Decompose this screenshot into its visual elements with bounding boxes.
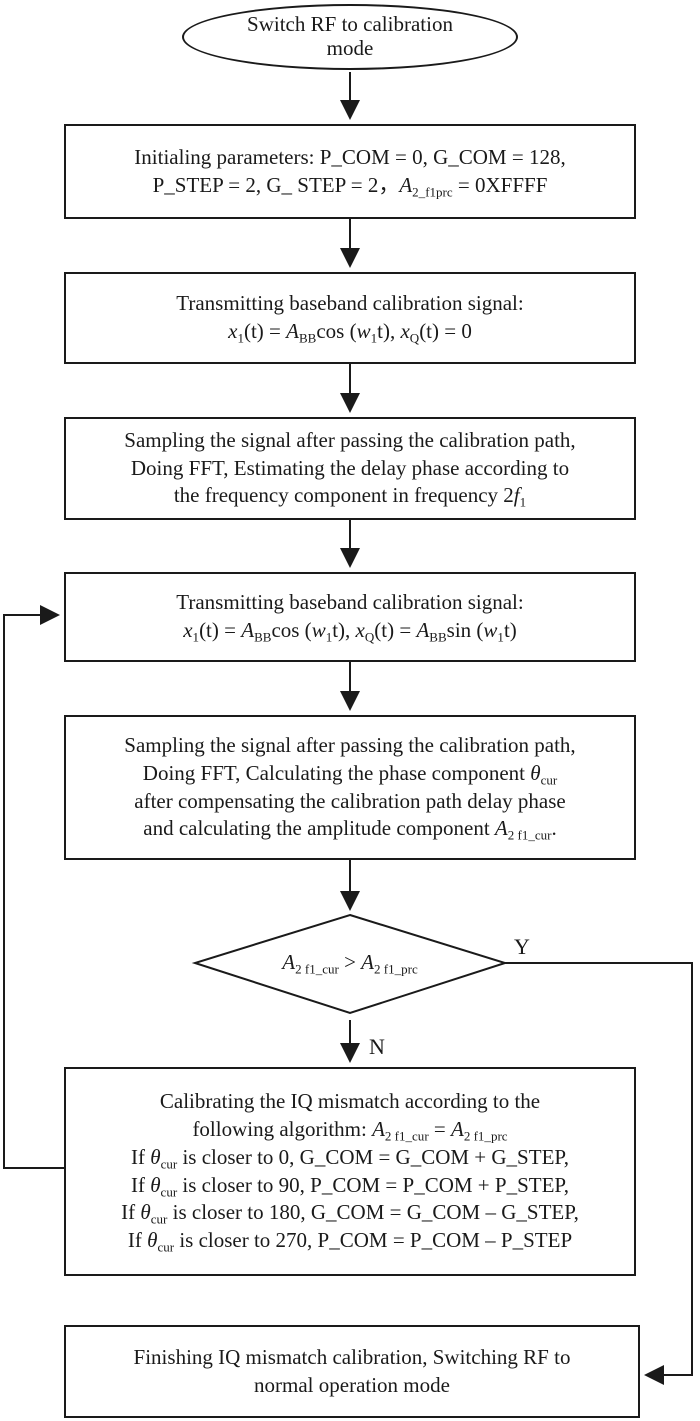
calibrate-iq-mismatch-box: Calibrating the IQ mismatch according to…	[64, 1067, 636, 1276]
calibrate-line-2: following algorithm: A2 f1_cur = A2 f1_p…	[192, 1116, 508, 1144]
tx2-title: Transmitting baseband calibration signal…	[176, 590, 524, 615]
sample1-line-2: Doing FFT, Estimating the delay phase ac…	[130, 455, 570, 480]
sample2-line-2: Doing FFT, Calculating the phase compone…	[142, 760, 558, 788]
no-label: N	[369, 1034, 385, 1059]
calibrate-rule-2: If θcur is closer to 180, G_COM = G_COM …	[121, 1200, 579, 1227]
sample2-line-1: Sampling the signal after passing the ca…	[124, 732, 576, 757]
arrow-loop-back	[3, 605, 64, 1169]
tx2-equation: x1(t) = ABBcos (w1t), xQ(t) = ABBsin (w1…	[183, 618, 517, 645]
arrow-yes-to-finish	[505, 962, 693, 1385]
sample1-line-3: the frequency component in frequency 2f1	[173, 483, 527, 510]
finish-line-2: normal operation mode	[254, 1372, 450, 1397]
sample2-line-3: after compensating the calibration path …	[134, 788, 566, 813]
decision-condition: A2 f1_cur > A2 f1_prc	[282, 950, 418, 977]
sample-delay-phase-box: Sampling the signal after passing the ca…	[64, 417, 636, 520]
transmit-iq-signal-box: Transmitting baseband calibration signal…	[64, 572, 636, 662]
yes-label: Y	[514, 934, 530, 959]
finish-line-1: Finishing IQ mismatch calibration, Switc…	[133, 1344, 571, 1369]
init-line-2: P_STEP = 2, G_ STEP = 2，A2_f1prc = 0XFFF…	[152, 172, 548, 200]
decision-diamond	[191, 913, 509, 1015]
calibrate-rule-3: If θcur is closer to 270, P_COM = P_COM …	[127, 1228, 573, 1255]
tx1-equation: x1(t) = ABBcos (w1t), xQ(t) = 0	[228, 319, 472, 346]
sample1-line-1: Sampling the signal after passing the ca…	[124, 427, 576, 452]
calibrate-rule-0: If θcur is closer to 0, G_COM = G_COM + …	[131, 1144, 569, 1172]
init-parameters-box: Initialing parameters: P_COM = 0, G_COM …	[64, 124, 636, 219]
transmit-calibration-signal-box: Transmitting baseband calibration signal…	[64, 272, 636, 364]
calibrate-rule-1: If θcur is closer to 90, P_COM = P_COM +…	[130, 1172, 570, 1200]
start-line-1: Switch RF to calibration	[247, 12, 453, 37]
tx1-title: Transmitting baseband calibration signal…	[176, 291, 524, 316]
start-line-2: mode	[326, 36, 374, 60]
finish-calibration-box: Finishing IQ mismatch calibration, Switc…	[64, 1325, 640, 1418]
calibrate-line-1: Calibrating the IQ mismatch according to…	[159, 1088, 541, 1113]
init-line-1: Initialing parameters: P_COM = 0, G_COM …	[134, 144, 566, 169]
start-terminal: Switch RF to calibration mode	[182, 4, 518, 70]
sample-phase-amplitude-box: Sampling the signal after passing the ca…	[64, 715, 636, 860]
sample2-line-4: and calculating the amplitude component …	[143, 816, 557, 843]
